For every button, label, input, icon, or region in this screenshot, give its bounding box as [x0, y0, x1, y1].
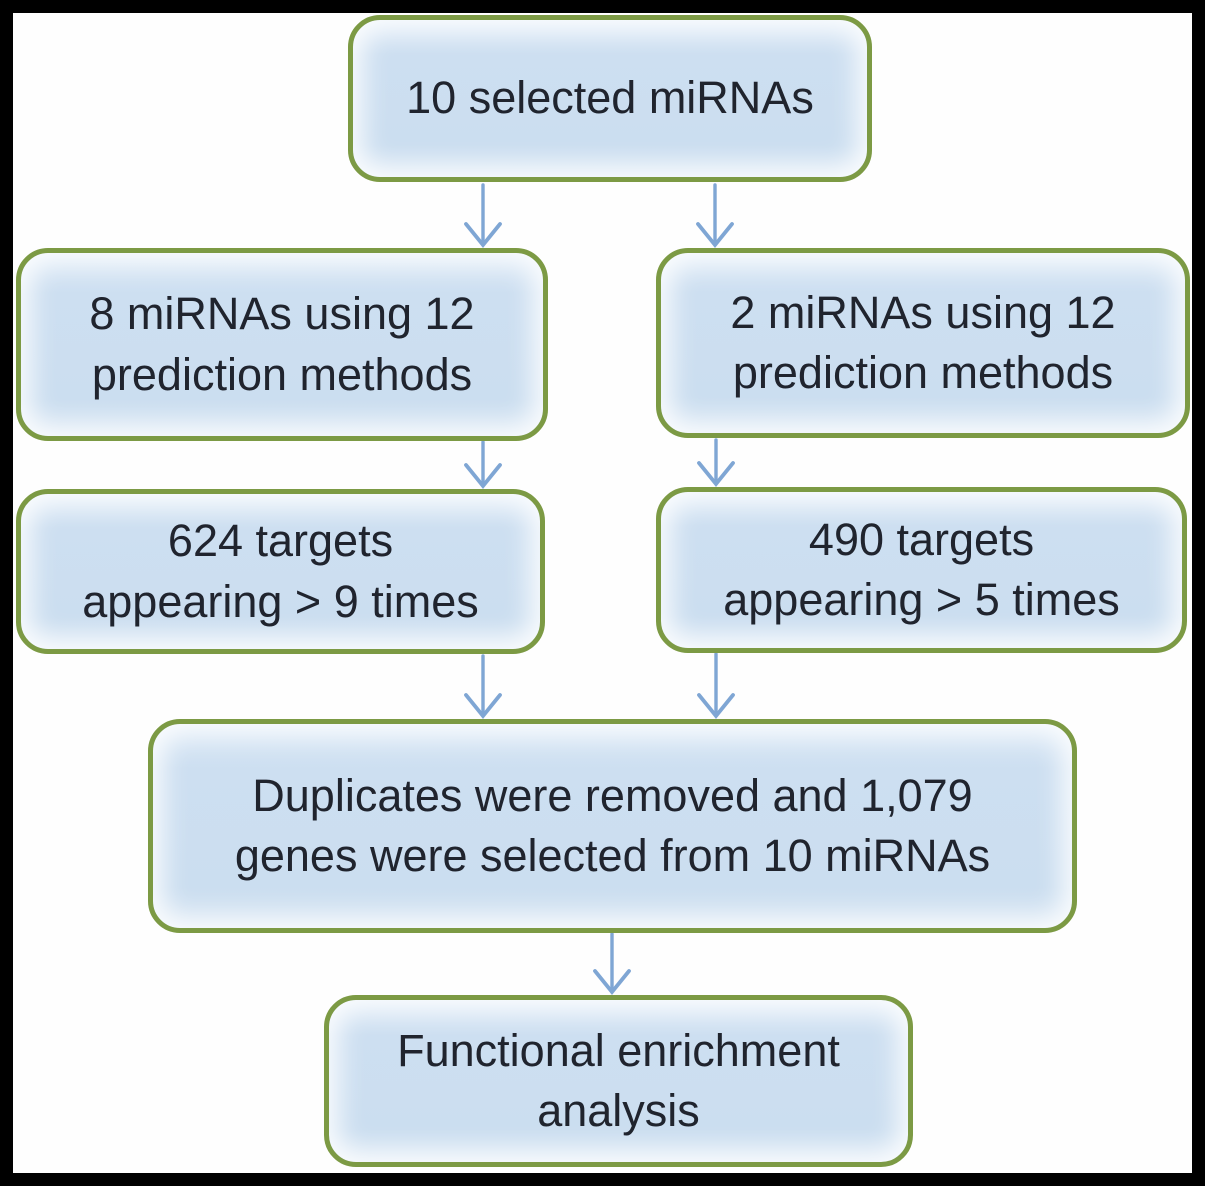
node-490-targets: 490 targets appearing > 5 times	[656, 487, 1187, 653]
node-2-mirnas: 2 miRNAs using 12 prediction methods	[656, 248, 1190, 438]
node-624-targets: 624 targets appearing > 9 times	[16, 489, 545, 654]
node-functional-enrichment: Functional enrichment analysis	[324, 995, 913, 1167]
node-selected-mirnas: 10 selected miRNAs	[348, 15, 872, 182]
node-8-mirnas: 8 miRNAs using 12 prediction methods	[16, 248, 548, 441]
node-duplicates-removed: Duplicates were removed and 1,079 genes …	[148, 719, 1077, 933]
